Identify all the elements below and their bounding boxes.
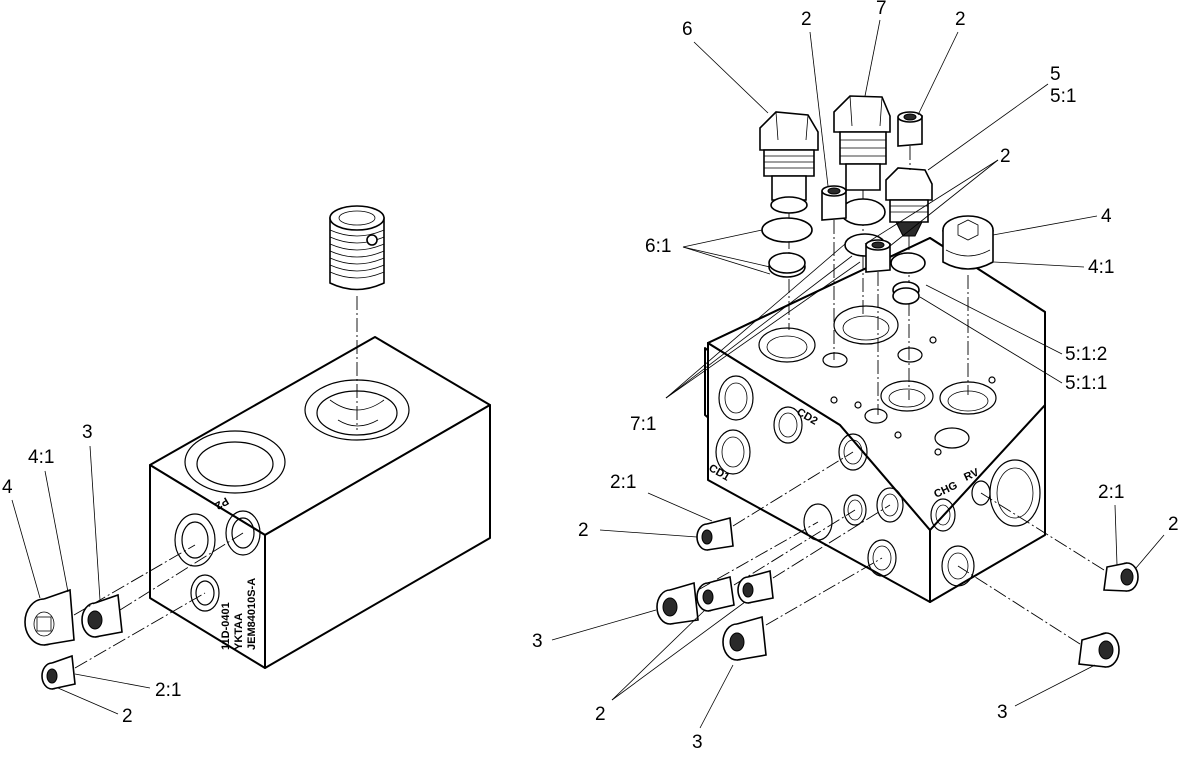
callout-2-right: 2	[1168, 514, 1179, 535]
callout-7-1: 7:1	[630, 414, 656, 435]
plug-2-lower-a	[696, 509, 856, 612]
callout-4-1: 4:1	[1088, 257, 1114, 278]
plug-2-left	[696, 451, 854, 551]
plug-2-lower-b	[737, 504, 891, 604]
callout-6-1: 6:1	[645, 236, 671, 257]
callout-2-top-b: 2	[955, 9, 966, 30]
callout-2: 2	[122, 706, 133, 727]
callout-5-1-2: 5:1:2	[1065, 344, 1107, 365]
stamp-serial: 11D-0401	[220, 602, 232, 650]
right-front-port-cd1	[715, 429, 751, 475]
right-valve-block: CD2 CD1 CHG RV	[704, 237, 1046, 603]
left-callouts: 4 4:1 3 2:1 2	[2, 422, 181, 727]
callout-3-left: 3	[532, 631, 543, 652]
callout-3-right: 3	[997, 702, 1008, 723]
left-valve-block: P2 JEM84010S-A YKTAA 11D-0401	[149, 336, 491, 669]
o-ring-5-1-2	[890, 252, 926, 274]
callout-2-top-a: 2	[801, 9, 812, 30]
left-plug-3	[81, 593, 123, 638]
left-block-front-port-1	[174, 513, 216, 567]
right-top-port-1	[758, 327, 816, 363]
callout-4: 4	[1101, 206, 1112, 227]
plug-3-lower-center	[722, 557, 883, 661]
right-front-port-1	[718, 375, 754, 421]
cartridge-7	[833, 95, 891, 315]
left-block-front-port-2	[225, 510, 261, 556]
left-block-front-port-3	[190, 574, 220, 612]
right-callouts: 6 2 7 2 5 5:1 2 6:1 4 4:1 5:1:2 5:1:1 7:…	[532, 0, 1179, 753]
right-top-port-3	[880, 380, 934, 412]
callout-5: 5	[1050, 64, 1061, 85]
callout-5-1: 5:1	[1050, 86, 1076, 107]
callout-2-1: 2:1	[155, 680, 181, 701]
callout-2-bottom: 2	[595, 704, 606, 725]
callout-3-bottom: 3	[692, 732, 703, 753]
callout-4: 4	[2, 477, 13, 498]
plug-3-lower-left	[656, 581, 699, 625]
stamp-part-number: JEM84010S-A	[246, 578, 258, 650]
right-block-top	[707, 237, 1046, 531]
stamp-p2: P2	[213, 494, 231, 511]
callout-4-1: 4:1	[28, 447, 54, 468]
callout-2-1-right: 2:1	[1098, 482, 1124, 503]
left-block-port-p2-inner	[196, 441, 274, 487]
socket-plug-4	[942, 215, 994, 395]
callout-6: 6	[682, 19, 693, 40]
callout-2-1-left: 2:1	[610, 472, 636, 493]
left-block-port-p2	[184, 430, 286, 494]
o-ring-6-1-a	[761, 217, 813, 243]
small-plug-top-3	[865, 239, 891, 415]
cartridge-5	[885, 167, 933, 400]
left-block-right-face	[264, 404, 491, 669]
cartridge-6	[759, 111, 819, 330]
small-plug-top-2	[897, 111, 923, 170]
left-plug-2	[41, 654, 76, 690]
plug-3-right	[957, 565, 1120, 668]
callout-3: 3	[82, 422, 93, 443]
callout-2-mid: 2	[1000, 146, 1011, 167]
stamp-code: YKTAA	[233, 613, 245, 650]
left-plug-4	[24, 588, 75, 646]
left-threaded-fitting	[329, 205, 385, 430]
o-ring-7-a	[840, 198, 886, 226]
callout-2-left: 2	[578, 520, 589, 541]
small-plug-top-1	[821, 185, 847, 360]
callout-5-1-1: 5:1:1	[1065, 373, 1107, 394]
callout-7: 7	[876, 0, 887, 19]
plug-2-right	[980, 492, 1139, 592]
